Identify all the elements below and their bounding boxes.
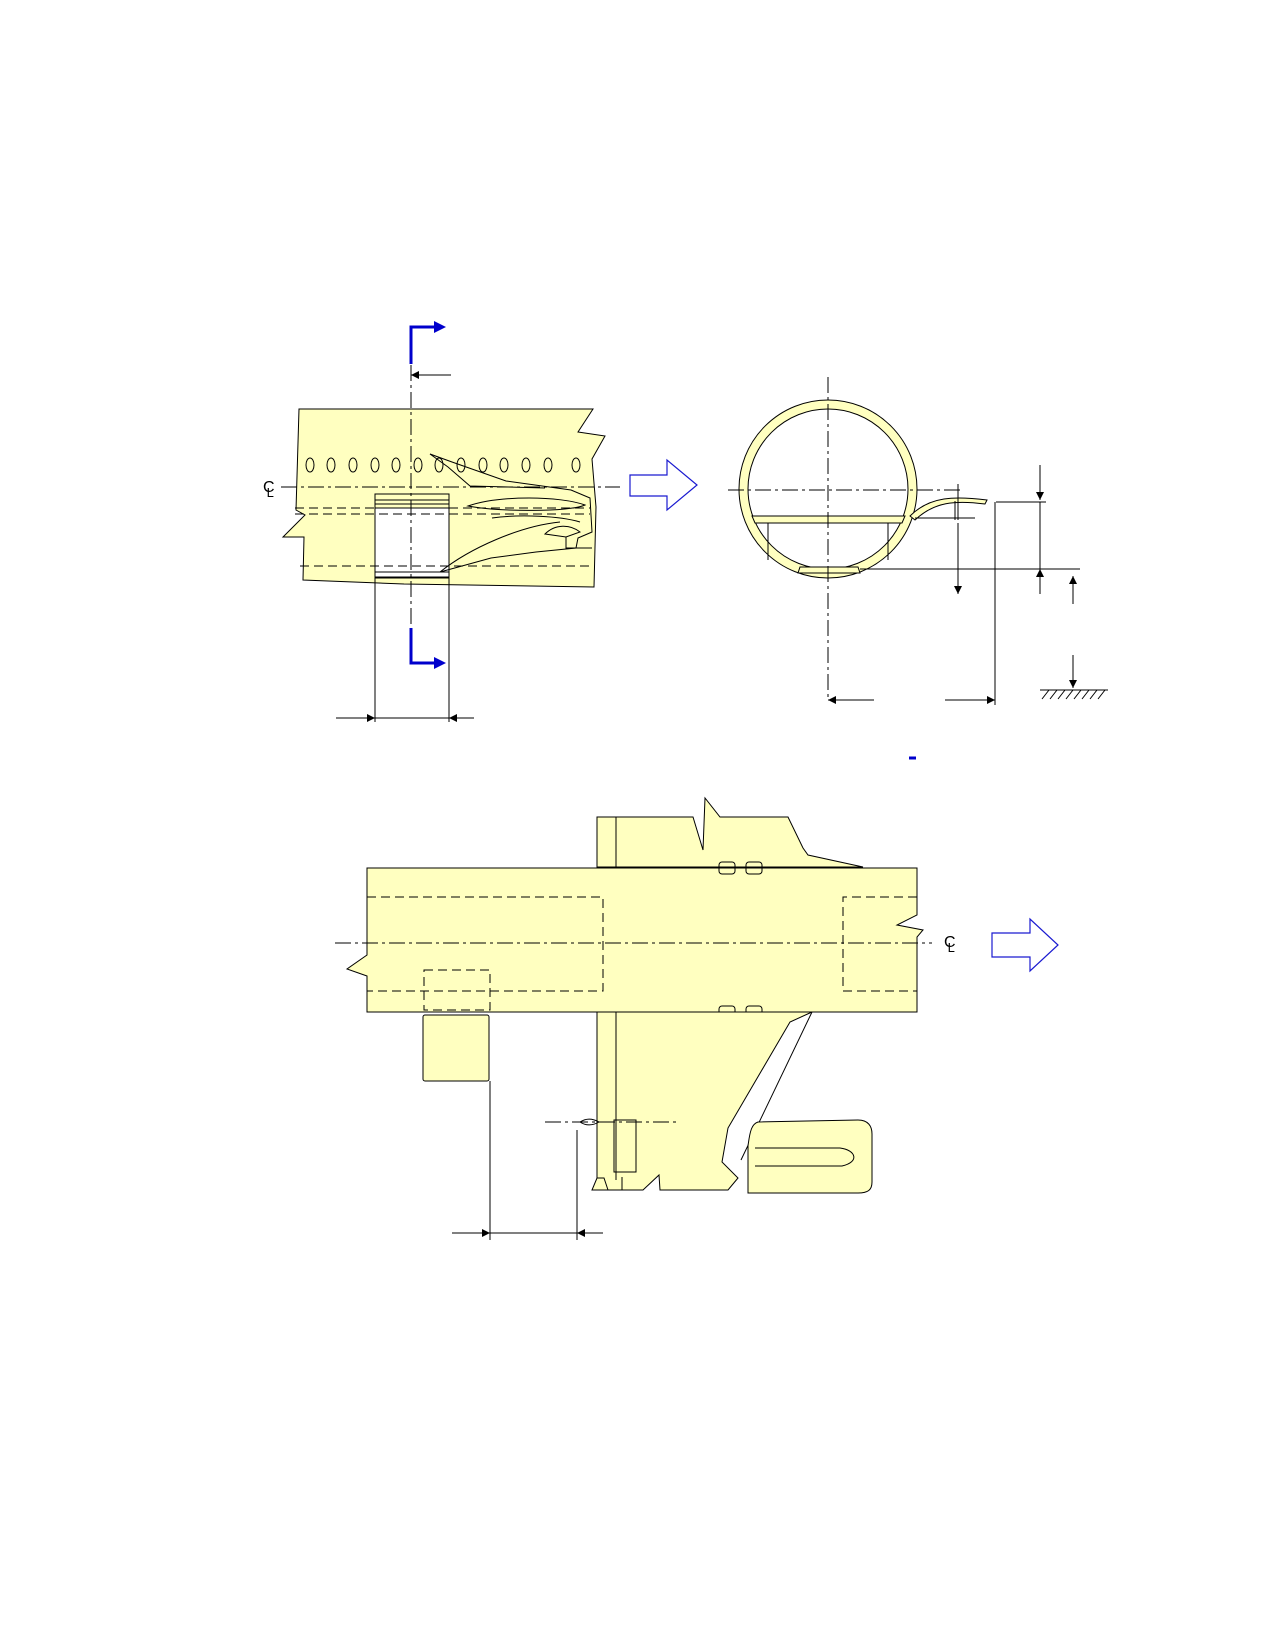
door-sill xyxy=(374,493,450,509)
forward-arrow-icon xyxy=(991,917,1059,973)
open-door xyxy=(422,1014,490,1082)
engine-pylon xyxy=(491,515,581,523)
flap-track xyxy=(543,525,582,538)
door-opening xyxy=(374,494,450,579)
upper-wing xyxy=(596,796,864,868)
door-outline xyxy=(423,969,491,1011)
wing-outline xyxy=(429,453,593,573)
centerline-label: CL xyxy=(263,479,275,500)
plan-centerline-label: CL xyxy=(944,934,956,955)
engine-nacelle-plan xyxy=(747,1119,873,1194)
section-view xyxy=(728,377,1108,760)
side-view: CL xyxy=(263,321,698,722)
engine-nacelle xyxy=(466,497,587,511)
lower-wing xyxy=(596,1011,813,1191)
forward-arrow-icon xyxy=(629,458,698,512)
cargo-floor xyxy=(797,566,861,574)
fuselage-plan xyxy=(345,867,924,1013)
ground-icon xyxy=(1040,689,1108,700)
open-door-arm xyxy=(909,497,988,521)
section-marker-icon xyxy=(409,321,446,669)
window-row xyxy=(305,457,581,473)
plan-view: CL xyxy=(335,796,1059,1240)
